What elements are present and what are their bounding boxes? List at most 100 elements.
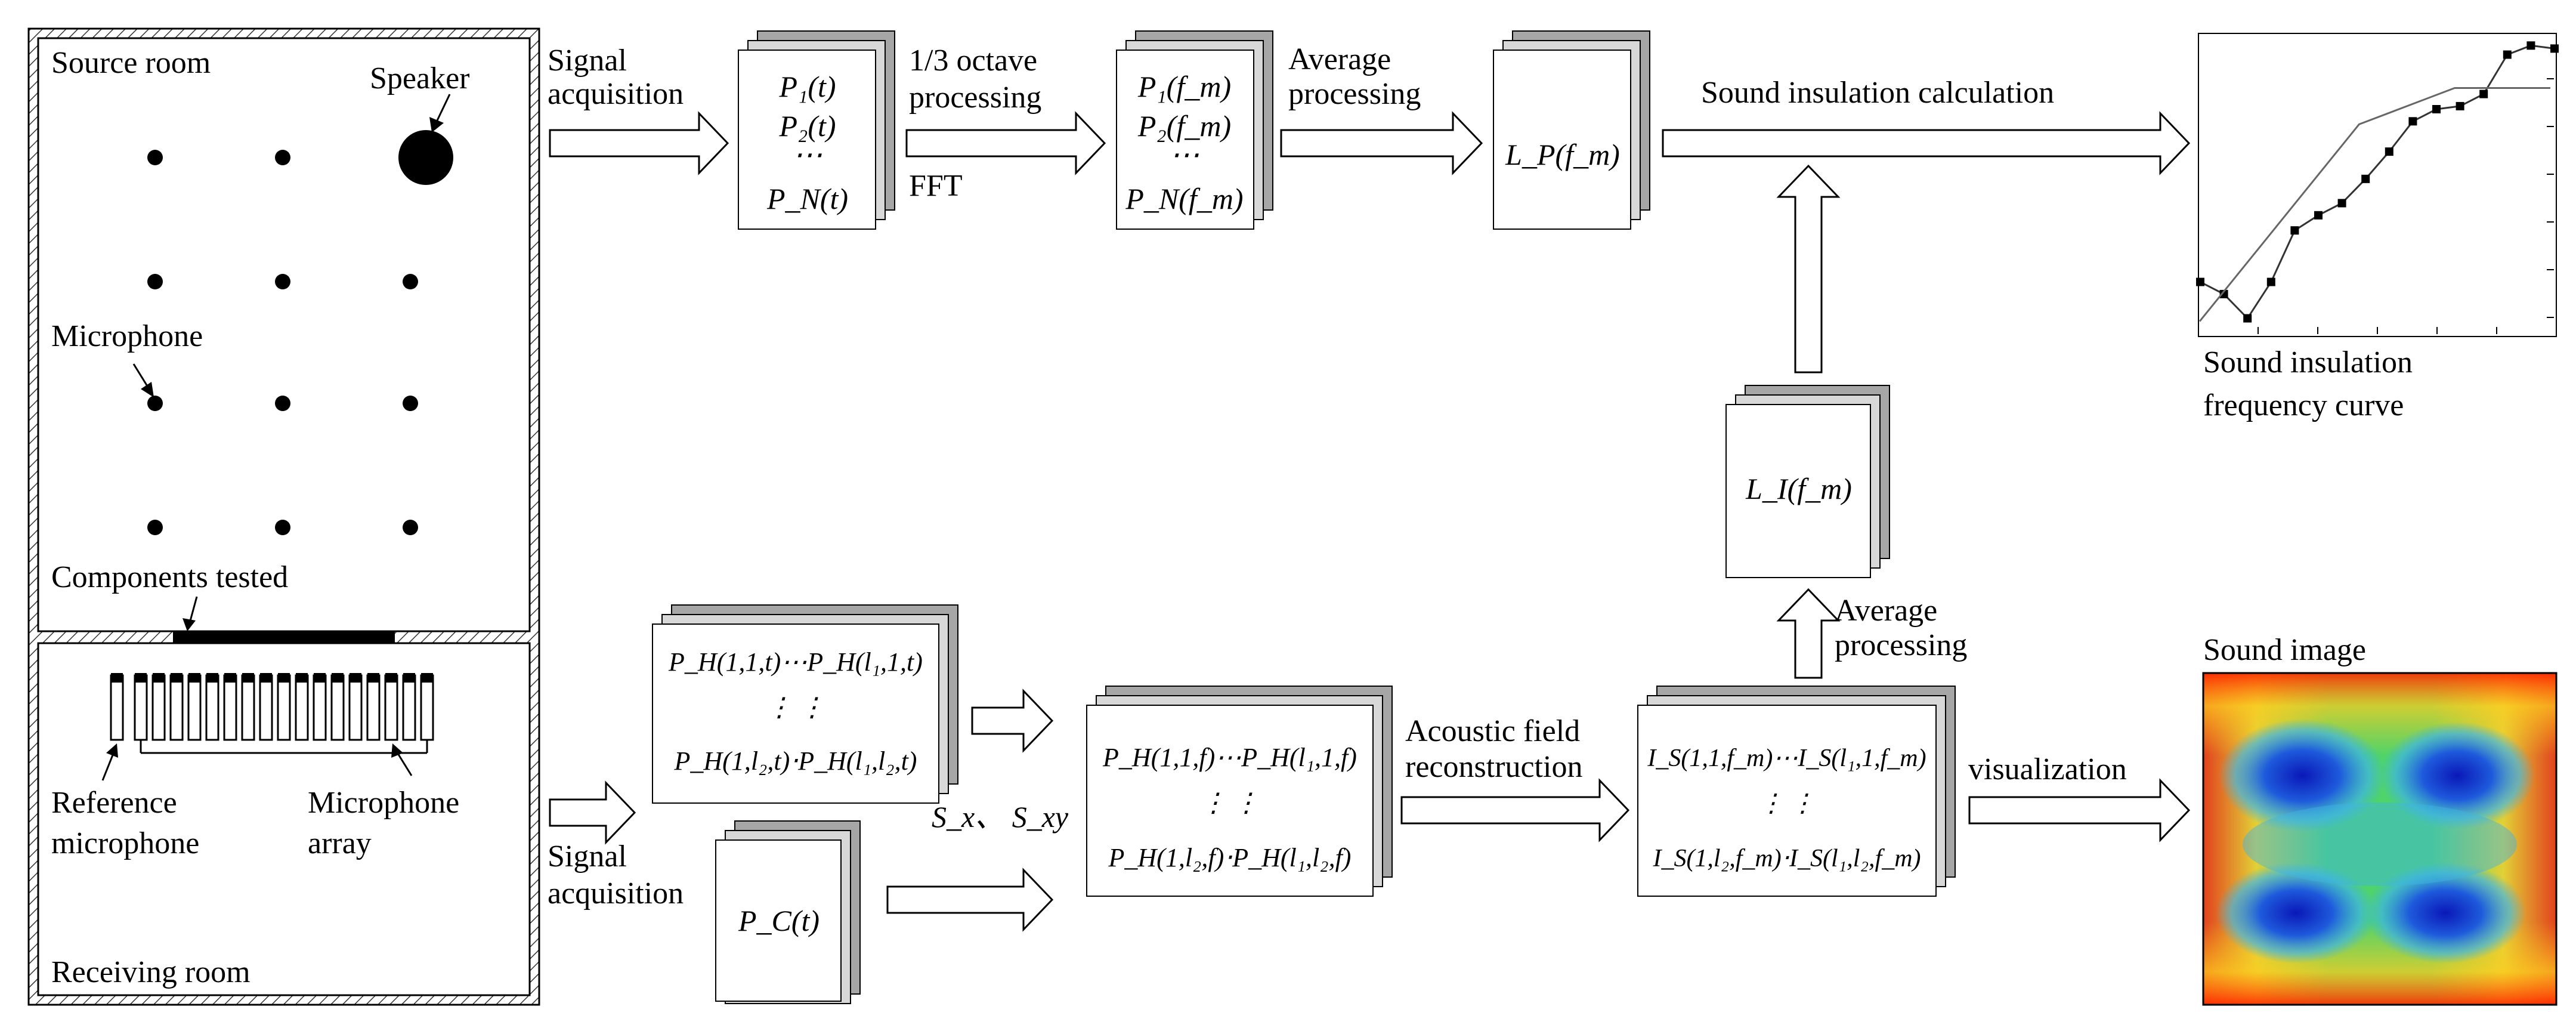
sound-insulation-calc-arrow — [1662, 111, 2191, 175]
test-rooms: Source room Speaker Microphone Component… — [27, 27, 540, 1006]
measured-point-8 — [2361, 174, 2370, 183]
measured-point-6 — [2314, 211, 2323, 220]
reference-microphone-label-2: microphone — [51, 826, 199, 860]
measured-point-12 — [2456, 101, 2464, 110]
time-signal-box: P₁(t) P₂(t) ⋯ P_N(t) — [738, 30, 895, 230]
dots-t: ⋯ — [793, 138, 822, 171]
reference-box: P_C(t) — [715, 820, 861, 1004]
li-box: L_I(f_m) — [1725, 385, 1890, 578]
p1-fm: P₁(f_m) — [1137, 70, 1231, 103]
signal-acquisition-top-1: Signal — [548, 44, 627, 78]
measured-curve — [2200, 44, 2555, 320]
speaker-pointer — [435, 94, 451, 122]
measured-point-9 — [2385, 147, 2393, 156]
heat-spot-2 — [2380, 722, 2535, 829]
reference-microphone-label-1: Reference — [51, 786, 177, 820]
sound-insulation-chart: Sound insulation frequency curve — [2196, 33, 2559, 422]
measured-point-15 — [2526, 41, 2535, 50]
speaker-label: Speaker — [370, 61, 469, 95]
visualization-arrow — [1968, 778, 2191, 842]
signal-acquisition-bottom-1: Signal — [548, 839, 627, 873]
intensity-box: I_S(1,1,f_m)⋯I_S(l₁,1,f_m) ⋮ ⋮ I_S(1,l₂,… — [1637, 686, 1956, 897]
measured-point-14 — [2503, 50, 2512, 59]
pc-t: P_C(t) — [738, 904, 820, 937]
reconstruction-label-2: reconstruction — [1405, 750, 1582, 784]
signal-acquisition-bottom-arrow — [549, 780, 636, 845]
microphone-label: Microphone — [51, 319, 203, 353]
chart-ticks — [2258, 78, 2554, 334]
sound-insulation-calc-label: Sound insulation calculation — [1701, 76, 2054, 110]
microphone-array-label-1: Microphone — [308, 786, 459, 820]
chart-series — [2196, 41, 2559, 323]
curve-label-2: frequency curve — [2203, 388, 2404, 422]
array-caps — [111, 673, 433, 683]
heat-spot-3 — [2216, 862, 2377, 964]
components-tested-label: Components tested — [51, 560, 288, 594]
pn-t: P_N(t) — [766, 182, 848, 215]
holo-freq-row2: P_H(1,l₂,f)⋅P_H(l₁,l₂,f) — [1108, 843, 1352, 872]
reference-curve — [2198, 87, 2550, 322]
average-bottom-arrow — [1776, 588, 1841, 679]
octave-processing-arrow — [905, 111, 1106, 175]
holo-freq-dots: ⋮ ⋮ — [1201, 788, 1260, 817]
p2-t: P₂(t) — [778, 109, 836, 143]
measured-point-10 — [2408, 117, 2417, 126]
reference-to-fft-arrow — [886, 868, 1054, 932]
holo-freq-row1: P_H(1,1,f)⋯P_H(l₁,1,f) — [1102, 743, 1357, 772]
measured-point-2 — [2219, 289, 2228, 298]
measured-point-13 — [2479, 89, 2488, 98]
measured-point-16 — [2550, 44, 2559, 53]
average-bottom-label-2: processing — [1835, 628, 1967, 662]
intensity-row2: I_S(1,l₂,f_m)⋅I_S(l₁,l₂,f_m) — [1652, 845, 1921, 872]
dots-fm: ⋯ — [1170, 138, 1199, 171]
p2-fm: P₂(f_m) — [1137, 109, 1231, 143]
holo-to-fft-arrow — [971, 689, 1054, 753]
intensity-row1: I_S(1,1,f_m)⋯I_S(l₁,1,f_m) — [1647, 745, 1926, 772]
lp-box: L_P(f_m) — [1493, 30, 1650, 230]
holo-time-box: P_H(1,1,t)⋯P_H(l₁,1,t) ⋮ ⋮ P_H(1,l₂,t)⋅P… — [652, 604, 958, 804]
pn-fm: P_N(f_m) — [1125, 182, 1243, 215]
holo-time-row2: P_H(1,l₂,t)⋅P_H(l₁,l₂,t) — [674, 746, 917, 776]
holo-time-dots: ⋮ ⋮ — [766, 693, 825, 722]
lp-fm: L_P(f_m) — [1505, 138, 1620, 171]
li-fm: L_I(f_m) — [1745, 472, 1852, 505]
signal-acquisition-top-2: acquisition — [548, 77, 684, 111]
reconstruction-arrow — [1400, 778, 1630, 842]
microphone-array-label-2: array — [308, 826, 372, 860]
curve-label-1: Sound insulation — [2203, 345, 2413, 379]
measured-point-7 — [2337, 199, 2346, 208]
microphone-array — [110, 674, 434, 754]
holo-time-row1: P_H(1,1,t)⋯P_H(l₁,1,t) — [668, 647, 923, 677]
freq-signal-box: P₁(f_m) P₂(f_m) ⋯ P_N(f_m) — [1116, 30, 1273, 230]
measured-point-3 — [2243, 314, 2252, 323]
holo-freq-box: P_H(1,1,f)⋯P_H(l₁,1,f) ⋮ ⋮ P_H(1,l₂,f)⋅P… — [1086, 686, 1393, 897]
measured-point-4 — [2266, 277, 2275, 286]
intensity-dots: ⋮ ⋮ — [1759, 790, 1816, 817]
signal-acquisition-top-arrow — [549, 111, 729, 175]
octave-label-1: 1/3 octave — [909, 44, 1037, 78]
octave-label-2: processing — [909, 81, 1041, 115]
chart-frame — [2198, 33, 2557, 337]
microphone-grid — [147, 150, 418, 535]
average-bottom-label-1: Average — [1835, 594, 1937, 628]
measured-point-11 — [2432, 105, 2441, 113]
p1-t: P₁(t) — [778, 70, 836, 103]
fft-label: FFT — [909, 169, 963, 203]
receiving-room-label: Receiving room — [51, 955, 251, 989]
measured-point-1 — [2196, 277, 2204, 286]
average-top-label-2: processing — [1288, 77, 1421, 111]
measured-point-5 — [2290, 226, 2299, 235]
speaker-icon — [398, 130, 453, 185]
average-processing-top-arrow — [1280, 111, 1483, 175]
signal-acquisition-bottom-2: acquisition — [548, 876, 684, 910]
sound-image: Sound image — [2202, 633, 2558, 1006]
visualization-label: visualization — [1968, 752, 2127, 786]
reconstruction-label-1: Acoustic field — [1405, 714, 1580, 748]
li-up-arrow — [1776, 164, 1841, 373]
bottom-chain: Signal acquisition P_H(1,1,t)⋯P_H(l₁,1,t… — [548, 604, 2191, 1004]
average-top-label-1: Average — [1288, 42, 1391, 76]
heat-spot-4 — [2365, 862, 2526, 964]
top-chain: Signal acquisition P₁(t) P₂(t) ⋯ P_N(t) … — [548, 30, 2191, 373]
sx-sxy-label: S_x、 S_xy — [932, 800, 1069, 834]
